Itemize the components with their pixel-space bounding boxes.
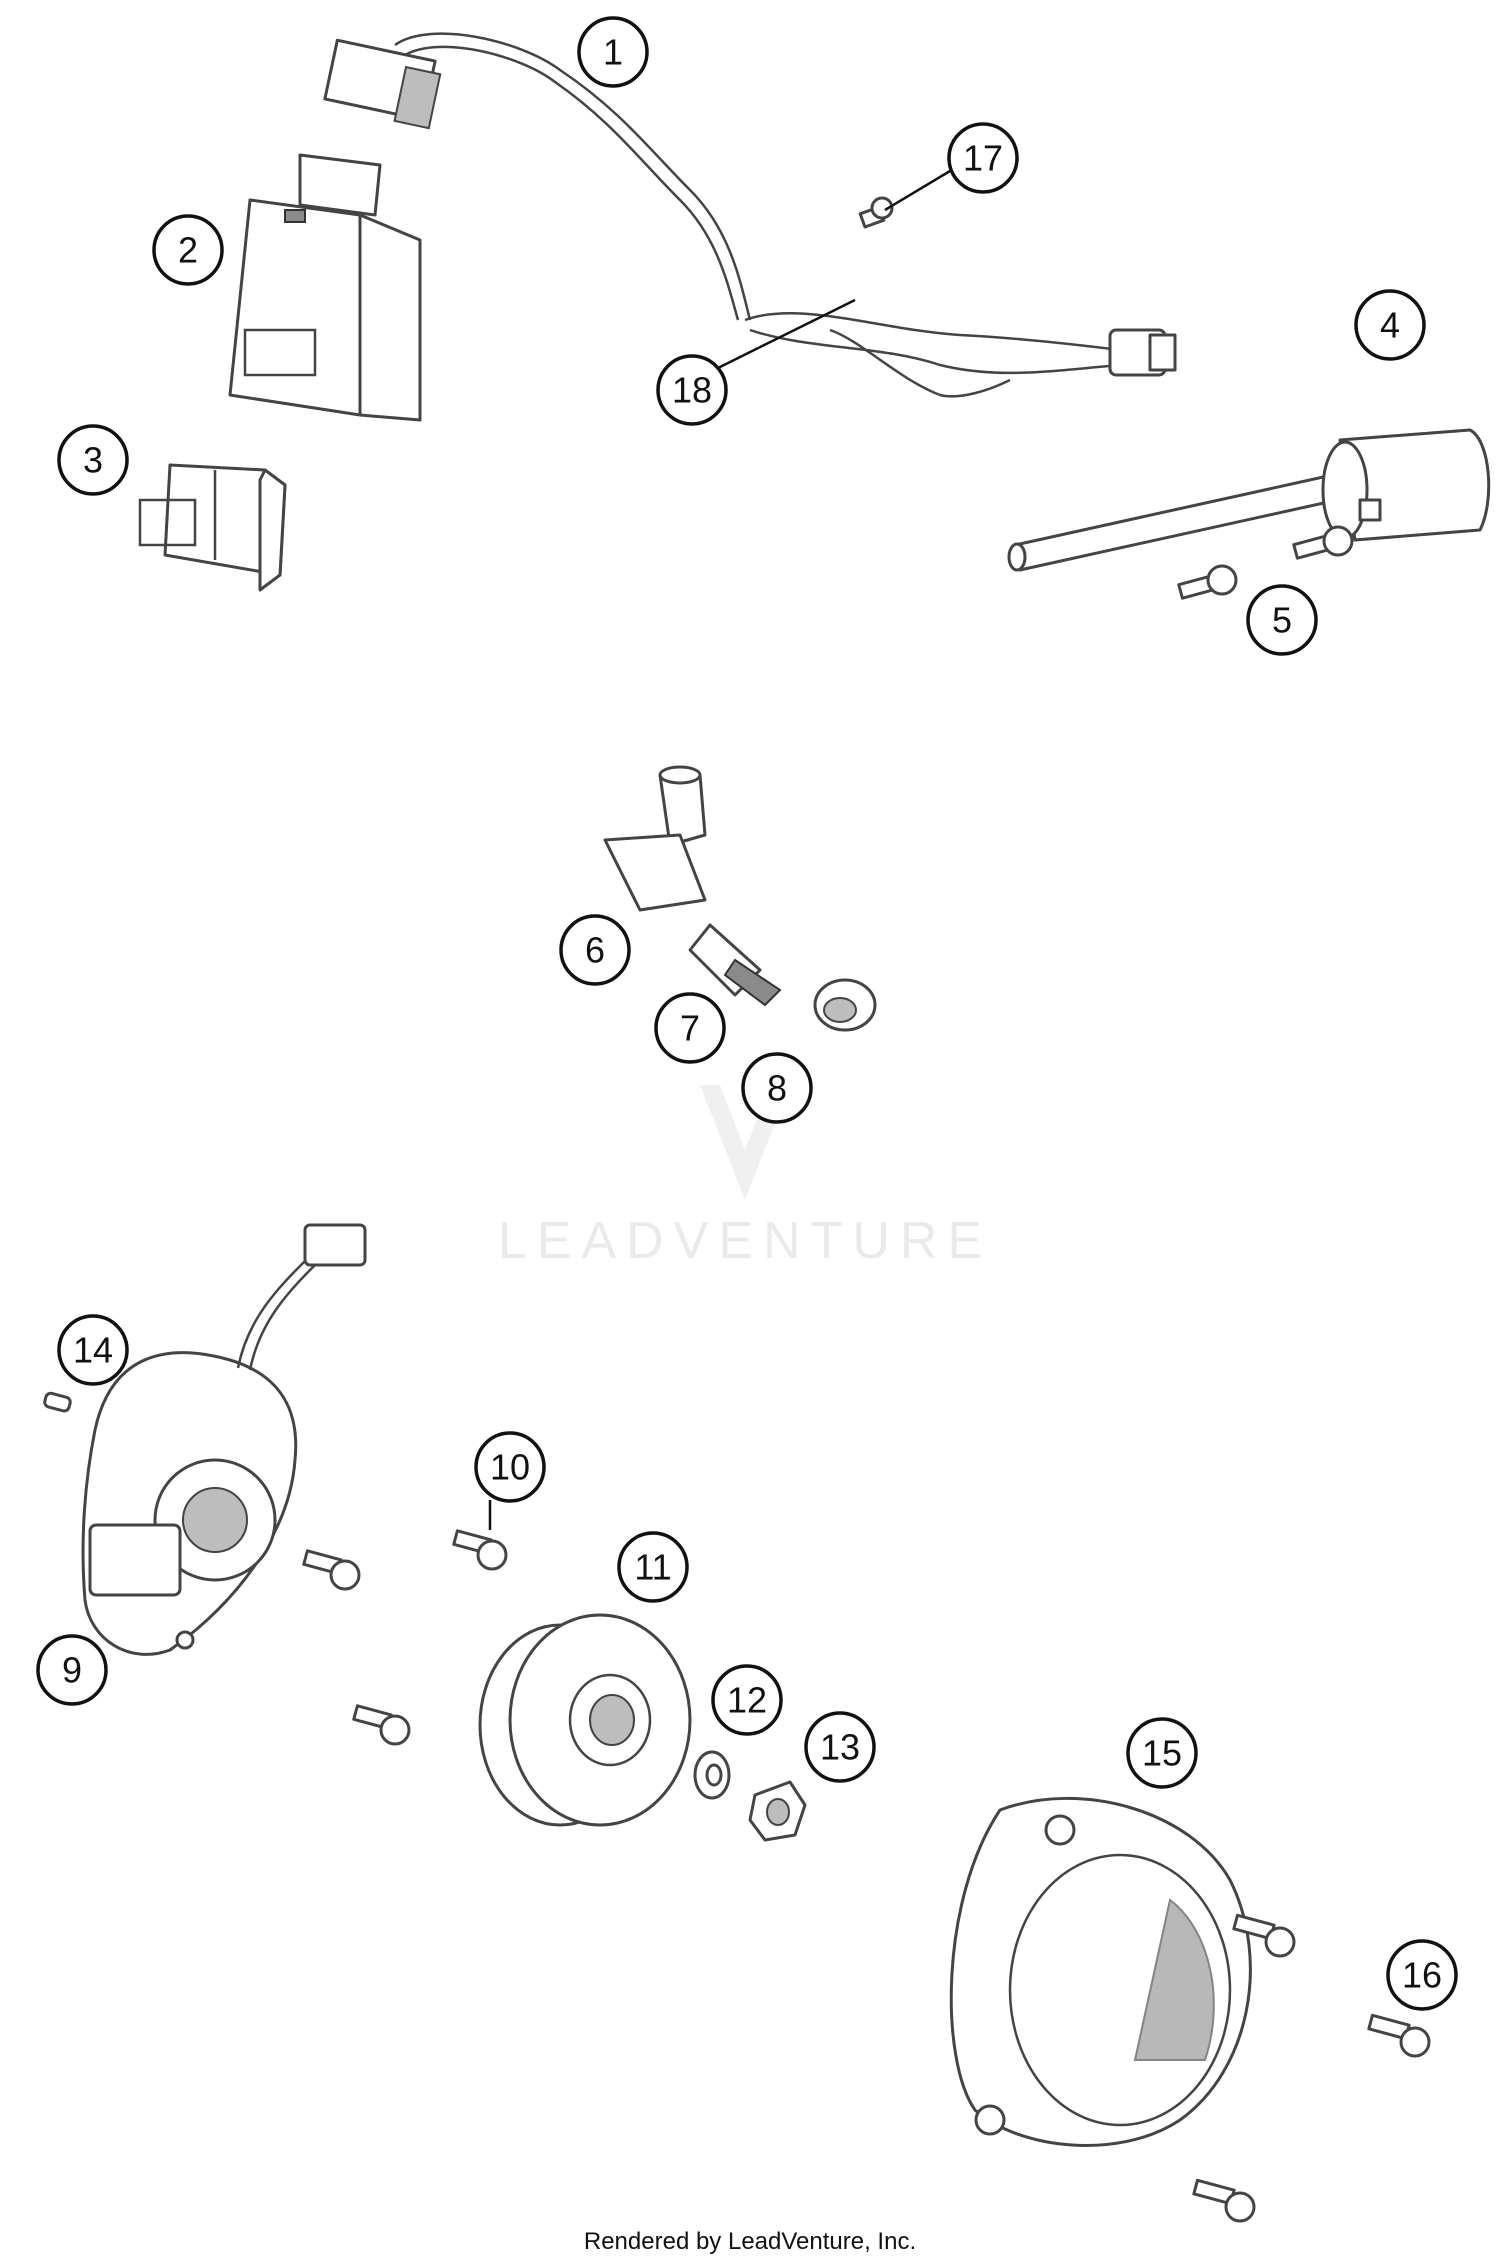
- svg-text:10: 10: [490, 1447, 530, 1488]
- svg-text:13: 13: [820, 1727, 860, 1768]
- ignition-coil: [1007, 428, 1491, 572]
- callout-14: 14: [57, 1314, 129, 1386]
- stator-plate: [81, 1223, 367, 1656]
- ignition-cover: [949, 1797, 1252, 2147]
- watermark-text: LEADVENTURE: [498, 1212, 992, 1270]
- washer: [693, 1750, 731, 1800]
- spark-plug: [688, 923, 782, 1007]
- callout-15: 15: [1126, 1717, 1198, 1789]
- callout-13: 13: [804, 1711, 876, 1783]
- stator-pin: [43, 1391, 72, 1413]
- svg-text:1: 1: [603, 32, 623, 73]
- callout-1: 1: [577, 16, 649, 88]
- callout-11: 11: [617, 1531, 689, 1603]
- svg-text:6: 6: [585, 930, 605, 971]
- render-credit: Rendered by LeadVenture, Inc.: [583, 2228, 917, 2255]
- svg-text:14: 14: [73, 1330, 113, 1371]
- coil-screws: [1177, 525, 1354, 600]
- leadventure-watermark: LEADVENTURE: [498, 1085, 992, 1270]
- svg-text:4: 4: [1380, 305, 1400, 346]
- svg-text:2: 2: [178, 230, 198, 271]
- svg-text:17: 17: [963, 138, 1003, 179]
- callout-3: 3: [57, 424, 129, 496]
- harness-screw: [858, 196, 894, 229]
- svg-text:11: 11: [634, 1547, 671, 1588]
- callout-4: 4: [1354, 289, 1426, 361]
- callout-5: 5: [1246, 584, 1318, 656]
- callout-17: 17: [947, 122, 1019, 194]
- svg-text:18: 18: [672, 370, 712, 411]
- callout-16: 16: [1386, 1939, 1458, 2011]
- spark-plug-cap: [603, 765, 707, 912]
- callout-2: 2: [152, 214, 224, 286]
- svg-text:15: 15: [1142, 1733, 1182, 1774]
- cdi-bracket: [138, 463, 287, 592]
- svg-text:7: 7: [680, 1008, 700, 1049]
- plug-seal: [813, 978, 877, 1032]
- flywheel-nut: [748, 1780, 807, 1842]
- callout-7: 7: [654, 992, 726, 1064]
- leader-18: [717, 298, 856, 370]
- svg-text:8: 8: [767, 1068, 787, 1109]
- cdi-unit: [228, 153, 422, 422]
- callout-6: 6: [559, 914, 631, 986]
- svg-text:16: 16: [1402, 1955, 1442, 1996]
- stator-screws: [302, 1529, 508, 1746]
- callout-8: 8: [741, 1052, 813, 1124]
- svg-text:12: 12: [727, 1680, 767, 1721]
- callout-9: 9: [36, 1634, 108, 1706]
- callout-18: 18: [656, 354, 728, 426]
- svg-text:5: 5: [1272, 600, 1292, 641]
- svg-text:9: 9: [62, 1650, 82, 1691]
- wiring-harness: [323, 32, 1177, 398]
- svg-text:3: 3: [83, 440, 103, 481]
- leader-17: [884, 166, 956, 212]
- flywheel: [478, 1613, 692, 1827]
- callout-12: 12: [711, 1664, 783, 1736]
- callout-10: 10: [474, 1431, 546, 1503]
- cover-screws: [1192, 1913, 1431, 2223]
